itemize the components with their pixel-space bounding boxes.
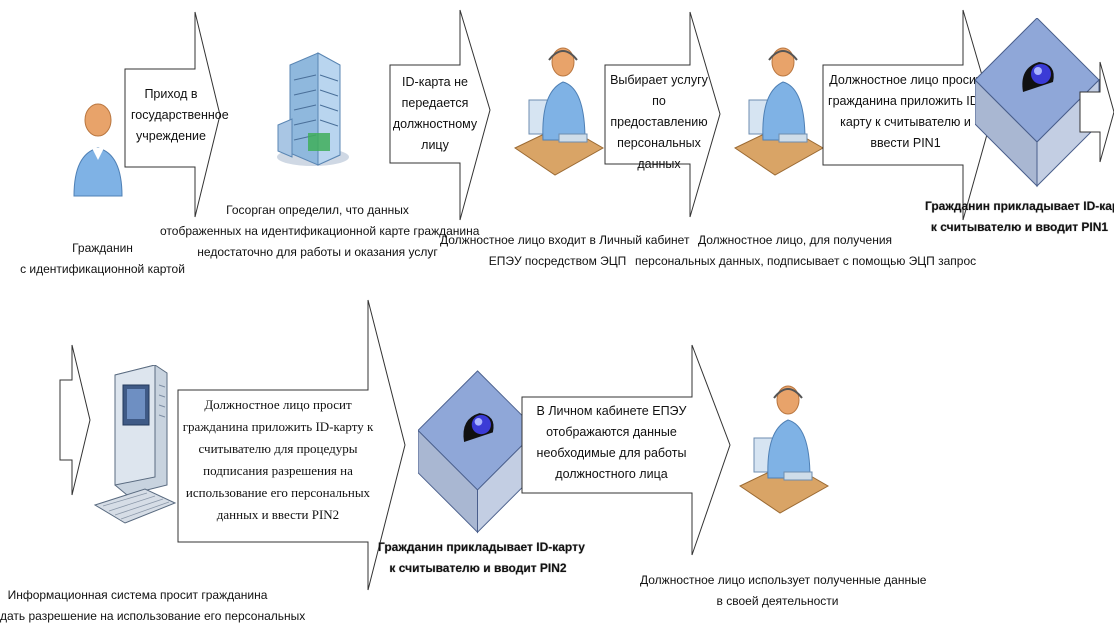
gov-caption-line3: недостаточно для работы и оказания услуг bbox=[197, 245, 438, 259]
card2-caption: Гражданин прикладывает ID-карту к считыв… bbox=[378, 537, 585, 579]
flow-arrow-2: ID-карта не передается должностному лицу bbox=[389, 9, 491, 221]
card1-caption-line2: к считывателю и вводит PIN1 bbox=[930, 220, 1109, 234]
flow-arrow-7: В Личном кабинете ЕПЭУ отображаются данн… bbox=[521, 344, 731, 556]
flow-arrow-2-text: ID-карта не передается должностному лицу bbox=[392, 75, 478, 152]
card2-caption-line1: Гражданин прикладывает ID-карту bbox=[378, 540, 585, 554]
flow-arrow-entry bbox=[59, 344, 91, 496]
card1-caption-line1: Гражданин прикладывает ID-карту bbox=[925, 199, 1114, 213]
is-caption-line2: дать разрешение на использование его пер… bbox=[0, 609, 306, 623]
gov-caption-line1: Госорган определил, что данных bbox=[226, 203, 409, 217]
flow-arrow-4-text: Должностное лицо просит гражданина прило… bbox=[828, 73, 983, 150]
citizen-caption: Гражданин с идентификационной картой bbox=[20, 238, 185, 280]
building-icon bbox=[268, 45, 358, 170]
citizen-caption-line2: с идентификационной картой bbox=[20, 262, 185, 276]
flow-arrow-6-text: Должностное лицо просит гражданина прило… bbox=[182, 397, 374, 522]
sign-caption: Должностное лицо, для получения персонал… bbox=[635, 230, 977, 272]
card2-caption-line2: к считывателю и вводит PIN2 bbox=[389, 561, 567, 575]
flow-arrow-1-text: Приход в государственное учреждение bbox=[131, 87, 229, 143]
flow-arrow-4: Должностное лицо просит гражданина прило… bbox=[822, 9, 994, 221]
login-caption-line1: Должностное лицо входит в Личный кабинет bbox=[440, 233, 690, 247]
card1-caption: Гражданин прикладывает ID-карту к считыв… bbox=[925, 196, 1114, 238]
use-caption-line1: Должностное лицо использует полученные д… bbox=[640, 573, 927, 587]
gov-caption: Госорган определил, что данных отображен… bbox=[160, 200, 480, 263]
flow-arrow-3: Выбирает услугу по предоставлению персон… bbox=[604, 11, 721, 218]
officer-at-desk-icon bbox=[730, 368, 830, 518]
card-reader-icon bbox=[417, 370, 538, 535]
sign-caption-line1: Должностное лицо, для получения bbox=[697, 233, 893, 247]
citizen-caption-line1: Гражданин bbox=[72, 241, 133, 255]
is-caption: Информационная система просит гражданина… bbox=[0, 585, 306, 627]
use-caption-line2: в своей деятельности bbox=[716, 594, 839, 608]
flow-arrow-7-text: В Личном кабинете ЕПЭУ отображаются данн… bbox=[536, 404, 687, 481]
gov-caption-line2: отображенных на идентификационной карте … bbox=[160, 224, 480, 238]
use-caption: Должностное лицо использует полученные д… bbox=[640, 570, 927, 612]
is-caption-line1: Информационная система просит гражданина bbox=[7, 588, 268, 602]
computer-icon bbox=[85, 364, 195, 545]
officer-at-desk-icon bbox=[505, 30, 605, 180]
login-caption-line2: ЕПЭУ посредством ЭЦП bbox=[488, 254, 627, 268]
sign-caption-line2: персональных данных, подписывает с помощ… bbox=[635, 254, 977, 268]
flow-arrow-6: Должностное лицо просит гражданина прило… bbox=[177, 299, 406, 591]
flow-arrow-5 bbox=[1079, 61, 1114, 163]
login-caption: Должностное лицо входит в Личный кабинет… bbox=[440, 230, 690, 272]
officer-at-desk-icon bbox=[725, 30, 825, 180]
flow-arrow-3-text: Выбирает услугу по предоставлению персон… bbox=[610, 73, 708, 171]
person-icon bbox=[68, 96, 128, 206]
flow-arrow-1: Приход в государственное учреждение bbox=[124, 11, 229, 218]
